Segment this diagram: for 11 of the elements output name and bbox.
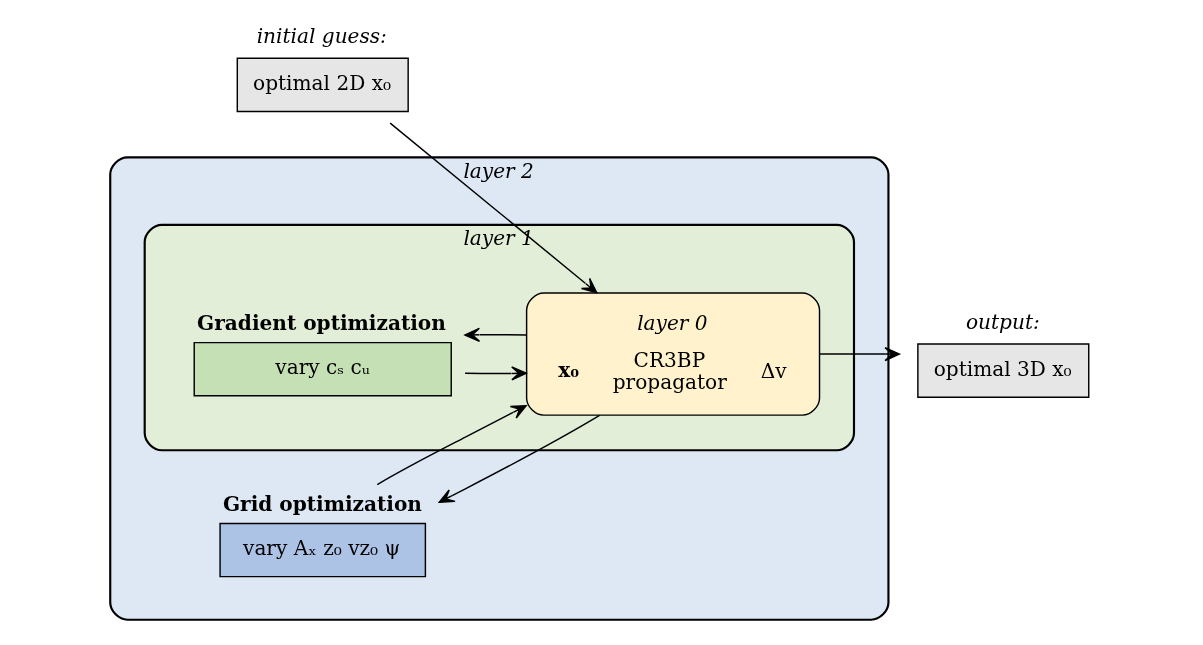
node-box: layer 0 x₀ CR3BP propagator Δv (525, 292, 820, 416)
arrow (463, 366, 527, 381)
arrow (388, 122, 597, 294)
arrow (438, 414, 600, 503)
node-label: Gradient optimization (196, 310, 446, 335)
node-label: initial guess: (256, 23, 387, 48)
arrow (463, 327, 527, 342)
arrow (376, 404, 527, 486)
node-label: output: (965, 309, 1040, 334)
node-label: Grid optimization (222, 491, 422, 516)
arrow (818, 346, 900, 362)
